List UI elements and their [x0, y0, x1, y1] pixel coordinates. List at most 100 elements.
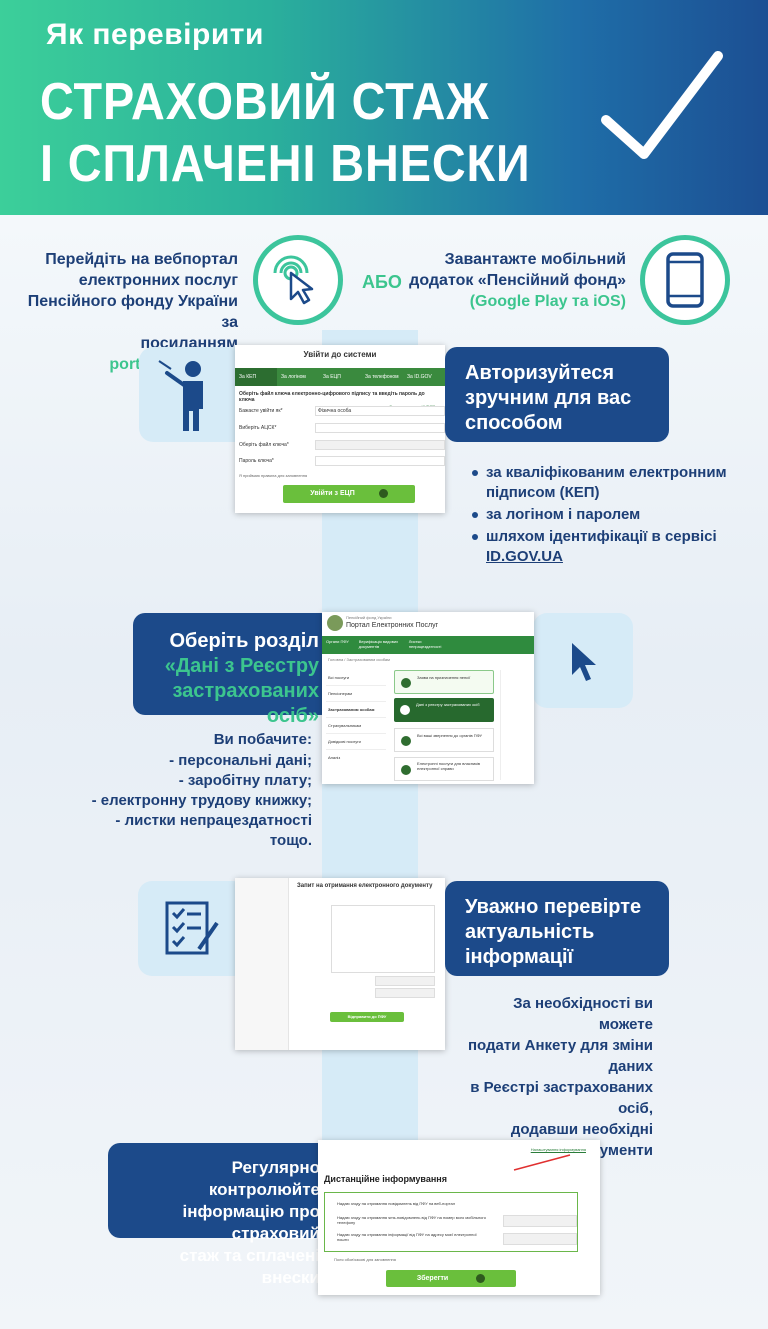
portal-menu: Всі послуги Пенсіонерам Застрахованим ос… — [326, 670, 386, 765]
login-ecp-button[interactable]: Увійти з ЕЦП — [283, 485, 415, 503]
consent-options: Надаю згоду на отримання повідомлень від… — [324, 1192, 578, 1252]
card-e-services[interactable]: Електронні послуги для власників електро… — [394, 757, 494, 781]
menu-item[interactable]: Пенсіонерам — [326, 686, 386, 702]
card-register-data[interactable]: Дані з реєстру застрахованих осіб — [394, 698, 494, 722]
field-label: Виберіть АЦСК* — [239, 425, 277, 431]
menu-item-active[interactable]: Застрахованим особам — [326, 702, 386, 718]
portal-name: Портал Електронних Послуг — [346, 622, 439, 629]
card-label: Всі ваші звернення до органів ПФУ — [417, 733, 482, 738]
step3-note: За необхідності ви можете подати Анкету … — [455, 993, 653, 1161]
request-sidebar — [235, 878, 289, 1050]
tab-kep[interactable]: За КЕП — [235, 368, 277, 386]
header-title-line2: І СПЛАЧЕНІ ВНЕСКИ — [40, 135, 531, 193]
pfu-logo-icon — [327, 615, 343, 631]
step2-icon-box — [533, 613, 633, 708]
consent-email[interactable]: Надаю згоду на отримання інформації від … — [337, 1232, 477, 1242]
notification-screenshot: Налаштування інформування Дистанційне ін… — [318, 1140, 600, 1295]
save-button[interactable]: Зберегти — [386, 1270, 516, 1287]
auth-method: шляхом ідентифікації в сервісі — [486, 528, 717, 545]
step1-title: зручним для вас — [465, 387, 632, 409]
menu-item[interactable]: Всі послуги — [326, 670, 386, 686]
note-line: За необхідності ви можете — [513, 995, 653, 1033]
phone-input[interactable] — [503, 1215, 577, 1227]
cards-right-column — [500, 670, 530, 780]
card-requests[interactable]: Всі ваші звернення до органів ПФУ — [394, 728, 494, 752]
auth-method: підписом (КЕП) — [486, 484, 600, 501]
step4-title: Регулярно контролюйте — [208, 1158, 320, 1199]
step4-title: інформацію про страховий — [182, 1202, 320, 1243]
or-label: АБО — [362, 272, 402, 292]
request-field[interactable] — [375, 988, 435, 998]
field-label: Бажаєте увійти як* — [239, 408, 283, 414]
breadcrumb: Головна / Застрахованим особам — [328, 657, 390, 662]
checkmark-icon — [601, 51, 723, 159]
feature-item: - заробітну плату; — [178, 772, 312, 789]
tab-ecp[interactable]: За ЕЦП — [323, 374, 341, 380]
step4-title-box: Регулярно контролюйте інформацію про стр… — [108, 1143, 332, 1287]
tab-idgov[interactable]: За ID.GOV — [407, 374, 432, 380]
nav-item[interactable]: Верифікація видових документів — [358, 639, 399, 649]
acsk-select[interactable] — [315, 423, 445, 433]
smartphone-icon — [666, 252, 704, 308]
portal-screenshot: Пенсійний фонд України Портал Електронни… — [322, 612, 534, 784]
save-label: Зберегти — [416, 1275, 449, 1282]
portal-org: Пенсійний фонд України — [346, 615, 392, 620]
notification-settings-link[interactable]: Налаштування інформування — [530, 1147, 586, 1152]
red-arrow-icon — [513, 1154, 571, 1171]
key-file-input[interactable] — [315, 440, 445, 450]
required-fields-note: Поля обов'язкові для заповнення — [334, 1257, 396, 1262]
id-gov-link[interactable]: ID.GOV.UA — [486, 548, 563, 565]
click-icon-circle — [253, 235, 343, 325]
menu-item[interactable]: Довідкові послуги — [326, 734, 386, 750]
click-icon — [273, 255, 314, 305]
step1-title: способом — [465, 412, 563, 434]
key-password-input[interactable] — [315, 456, 445, 466]
login-instruction: Оберіть файл ключа електронно-цифрового … — [239, 391, 425, 403]
request-screenshot: Запит на отримання електронного документ… — [235, 878, 445, 1050]
send-to-pfu-button[interactable]: Відправити до ПФУ — [330, 1012, 404, 1022]
role-select[interactable]: Фізична особа — [315, 406, 445, 416]
field-label: Оберіть файл ключа* — [239, 442, 289, 448]
app-stores: (Google Play та iOS) — [469, 293, 626, 310]
auth-method: за логіном і паролем — [486, 506, 641, 523]
step1-title-box: Авторизуйтеся зручним для вас способом — [445, 347, 669, 442]
document-select-list[interactable] — [331, 905, 435, 973]
step1-title: Авторизуйтеся — [465, 362, 615, 384]
request-field[interactable] — [375, 976, 435, 986]
consent-sms[interactable]: Надаю згоду на отримання sms-повідомлень… — [337, 1215, 486, 1225]
step1-icon-box — [139, 347, 249, 442]
person-presenting-icon — [158, 360, 203, 431]
feature-item: - електронну трудову книжку; — [91, 792, 312, 809]
features-intro: Ви побачите: — [213, 731, 312, 748]
cursor-icon — [572, 643, 596, 681]
menu-item[interactable]: Страхувальникам — [326, 718, 386, 734]
consent-web[interactable]: Надаю згоду на отримання повідомлень від… — [337, 1201, 456, 1206]
tab-phone[interactable]: За телефоном — [365, 374, 399, 380]
login-screenshot: Увійти до системи За КЕП За логіном За Е… — [235, 345, 445, 513]
card-label: Заява на призначення пенсії — [417, 675, 471, 680]
step2-features: Ви побачите: - персональні дані; - зароб… — [80, 730, 312, 851]
step4-title: стаж та сплачені внески — [179, 1246, 320, 1287]
step3-title: актуальність — [465, 921, 595, 943]
card-pension[interactable]: Заява на призначення пенсії — [394, 670, 494, 694]
header-title-line1: СТРАХОВИЙ СТАЖ — [40, 73, 490, 131]
login-button-label: Увійти з ЕЦП — [310, 490, 355, 497]
step2-title-box: Оберіть розділ «Дані з Реєстру застрахов… — [133, 613, 333, 727]
step3-title: інформації — [465, 946, 574, 968]
notification-heading: Дистанційне інформування — [324, 1174, 447, 1184]
arrow-icon — [378, 488, 388, 498]
rules-checkbox[interactable]: Я приймаю правила для заповнення — [239, 473, 308, 478]
nav-item[interactable]: Листки непрацездатності — [408, 639, 442, 649]
header-banner: Як перевірити СТРАХОВИЙ СТАЖ І СПЛАЧЕНІ … — [0, 0, 768, 215]
login-heading: Увійти до системи — [303, 350, 377, 359]
feature-item: - персональні дані; — [169, 752, 312, 769]
note-line: подати Анкету для зміни даних — [468, 1037, 653, 1075]
nav-item[interactable]: Органи ПФУ — [326, 639, 349, 644]
portal-nav: Органи ПФУ Верифікація видових документі… — [322, 636, 534, 654]
tab-login[interactable]: За логіном — [281, 374, 306, 380]
checklist-icon — [165, 901, 219, 955]
email-input[interactable] — [503, 1233, 577, 1245]
menu-item[interactable]: Аналіз — [328, 755, 341, 760]
portal-text: Пенсійного фонду України за — [27, 293, 238, 331]
